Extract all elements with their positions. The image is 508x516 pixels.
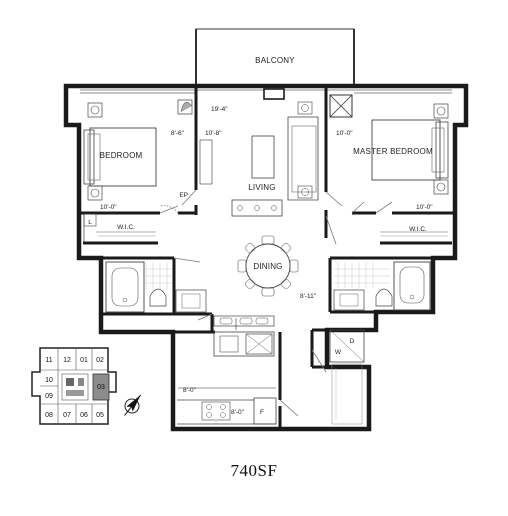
living-width-dimension: 19'-4": [211, 106, 228, 113]
balcony-label: BALCONY: [255, 56, 295, 65]
master-depth-dimension: 10'-0": [416, 204, 433, 211]
interior-walls: [79, 86, 455, 429]
dryer-label: D: [350, 338, 355, 345]
living-label: LIVING: [248, 183, 275, 192]
linen-closet-label: L: [88, 219, 92, 226]
kitchen-width-dimension: 8'-0": [183, 387, 197, 394]
dining-area: DINING: [237, 235, 299, 297]
key-unit-01: 01: [80, 357, 88, 364]
key-unit-11: 11: [45, 357, 52, 364]
bedroom-depth-dimension: 10'-0": [100, 204, 117, 211]
bathroom-left: [105, 261, 207, 313]
ep-label: EP: [179, 192, 188, 199]
washer-label: W: [335, 349, 342, 356]
key-plan: 11 12 01 02 10 03 09 08 07 06 05: [31, 347, 117, 425]
key-unit-10: 10: [45, 377, 53, 384]
master-bedroom-label: MASTER BEDROOM: [353, 147, 433, 156]
key-unit-06: 06: [80, 412, 88, 419]
wic-left-label: W.I.C.: [117, 224, 135, 231]
master-width-dimension: 10'-0": [336, 130, 353, 137]
bedroom-width-dimension: 8'-6": [171, 130, 185, 137]
fridge-label: F: [260, 409, 264, 416]
key-unit-12: 12: [63, 357, 71, 364]
door-swings: [159, 189, 393, 417]
kitchen: 8'-0" 8'-0" F: [177, 315, 277, 425]
dining-label: DINING: [253, 262, 282, 271]
key-plan-highlighted-unit: [92, 373, 110, 401]
kitchen-depth-dimension: 8'-0": [231, 409, 245, 416]
key-unit-08: 08: [45, 412, 53, 419]
bathroom-right: 8'-11": [300, 261, 431, 311]
key-unit-03: 03: [97, 384, 105, 391]
master-bedroom: MASTER BEDROOM 10'-0" 10'-0" W.I.C.: [329, 94, 449, 237]
bedroom-left: BEDROOM 8'-6" 10'-8" 10'-0" EP L W.I.C.: [83, 99, 222, 242]
laundry-closet: D W: [329, 329, 365, 425]
north-arrow-icon: [124, 394, 142, 416]
living-room: 19'-4" LIVING: [211, 88, 319, 217]
wic-right-label: W.I.C.: [409, 226, 427, 233]
key-unit-02: 02: [96, 357, 104, 364]
key-unit-05: 05: [96, 412, 104, 419]
key-unit-09: 09: [45, 393, 53, 400]
key-unit-07: 07: [63, 412, 71, 419]
bedroom-width-alt-dimension: 10'-8": [205, 130, 222, 137]
bedroom-label: BEDROOM: [100, 151, 143, 160]
unit-area: 740SF: [231, 461, 278, 480]
bath-right-dimension: 8'-11": [300, 293, 317, 300]
